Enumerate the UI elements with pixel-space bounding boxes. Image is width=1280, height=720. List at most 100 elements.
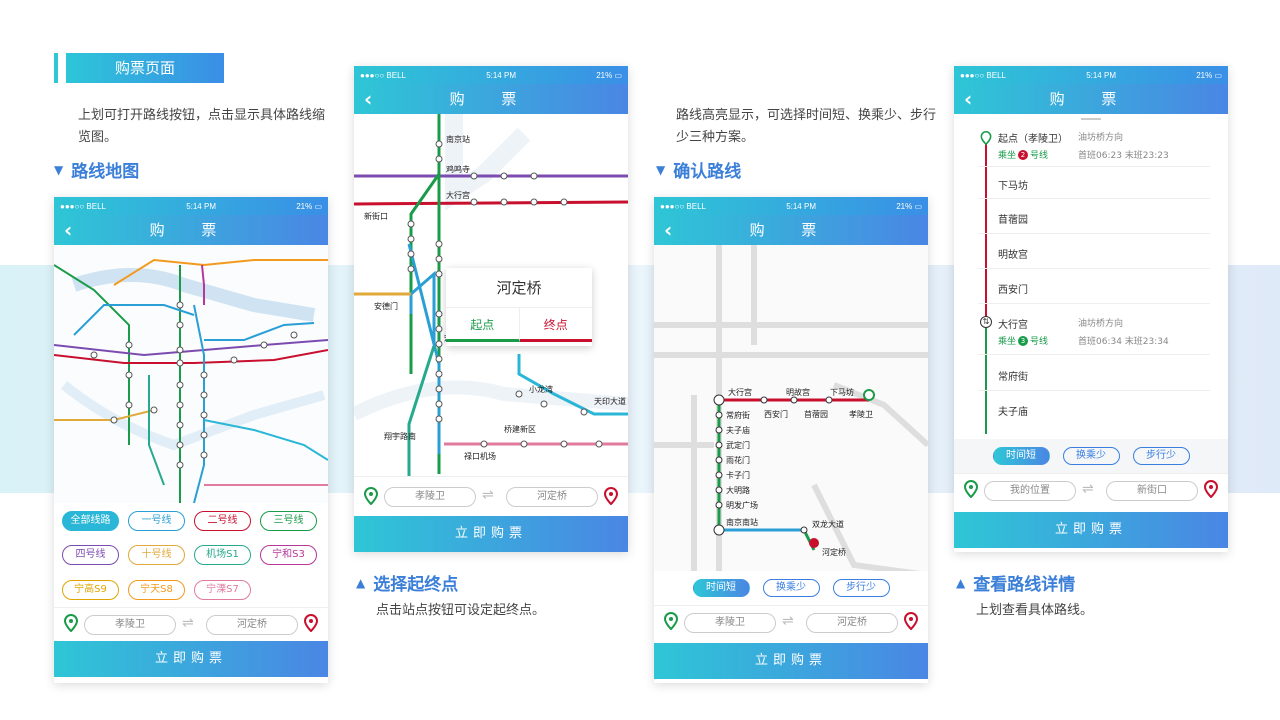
station-label[interactable]: 天印大道 — [594, 396, 626, 406]
drag-handle[interactable] — [1081, 118, 1101, 120]
station-label[interactable]: 孝陵卫 — [849, 410, 873, 419]
station-label[interactable]: 翔宇路南 — [384, 431, 416, 441]
station-label[interactable]: 大行宫 — [446, 190, 470, 200]
line-chip[interactable]: 全部线路 — [62, 511, 119, 531]
station-label[interactable]: 下马坊 — [830, 387, 854, 397]
station-label[interactable]: 明发广场 — [726, 500, 758, 510]
mode-fastest[interactable]: 时间短 — [992, 447, 1050, 465]
mode-least-walking[interactable]: 步行少 — [1132, 447, 1190, 465]
destination-field[interactable]: 新街口 — [1106, 481, 1198, 501]
origin-destination-bar: 孝陵卫 ⇌ 河定桥 — [54, 607, 328, 641]
swap-icon[interactable]: ⇌ — [782, 613, 794, 629]
swap-icon[interactable]: ⇌ — [1082, 481, 1094, 497]
buy-button[interactable]: 立即购票 — [54, 641, 328, 677]
station-label[interactable]: 武定门 — [726, 440, 750, 450]
station-label[interactable]: 鸡鸣寺 — [446, 164, 470, 174]
station-label[interactable]: 大明路 — [726, 485, 750, 495]
origin-field[interactable]: 孝陵卫 — [684, 613, 776, 633]
line-chips: 全部线路 一号线 二号线 三号线 四号线 十号线 机场S1 宁和S3 宁高S9 … — [54, 503, 328, 607]
route-mode-tabs: 时间短 换乘少 步行少 — [654, 571, 928, 605]
heading-2: ▲选择起终点 — [356, 575, 459, 595]
heading-1: ▼路线地图 — [54, 162, 140, 182]
station-label[interactable]: 大行宫 — [728, 387, 752, 397]
line-chip[interactable]: 三号线 — [260, 511, 317, 531]
timetable-1: 首班06:23 末班23:23 — [1078, 151, 1169, 161]
destination-field[interactable]: 河定桥 — [806, 613, 898, 633]
end-pin-icon — [1204, 480, 1218, 498]
line-chip[interactable]: 宁溧S7 — [194, 579, 251, 600]
line-chip[interactable]: 宁和S3 — [260, 545, 317, 566]
line-chip[interactable]: 十号线 — [128, 545, 185, 566]
station-item: 明故宫 — [998, 250, 1028, 261]
triangle-up-icon: ▲ — [356, 575, 366, 590]
set-start-button[interactable]: 起点 — [446, 308, 520, 342]
back-arrow-icon[interactable]: ‹ — [364, 87, 373, 111]
origin-field[interactable]: 孝陵卫 — [384, 487, 476, 507]
station-item: 苜蓿园 — [998, 215, 1028, 226]
line-chip[interactable]: 四号线 — [62, 545, 119, 566]
transfer-icon: ⇅ — [980, 316, 992, 328]
caption-2: 点击站点按钮可设定起终点。 — [376, 603, 546, 618]
station-label[interactable]: 雨花门 — [726, 455, 750, 465]
zoomed-map[interactable]: 南京站 鸡鸣寺 大行宫 新街口 安德门 宏运大道 翔宇路南 禄口机场 桥建新区 … — [354, 114, 628, 476]
station-label[interactable]: 明故宫 — [786, 387, 810, 397]
station-label[interactable]: 禄口机场 — [464, 451, 496, 461]
station-label[interactable]: 小龙湾 — [529, 384, 553, 394]
station-label[interactable]: 双龙大道 — [812, 519, 844, 529]
destination-field[interactable]: 河定桥 — [206, 615, 298, 635]
caption-3: 路线高亮显示，可选择时间短、换乘少、步行少三种方案。 — [676, 108, 937, 145]
station-label[interactable]: 桥建新区 — [504, 424, 536, 434]
destination-field[interactable]: 河定桥 — [506, 487, 598, 507]
timetable-2: 首班06:34 末班23:34 — [1078, 337, 1169, 347]
origin-field[interactable]: 我的位置 — [984, 481, 1076, 501]
signal-icon: ●●●○○ — [960, 70, 985, 80]
mode-fewest-transfers[interactable]: 换乘少 — [1062, 447, 1120, 465]
station-label[interactable]: 南京南站 — [726, 517, 758, 527]
highlighted-route-map[interactable]: 大行宫 常府街 夫子庙 武定门 雨花门 卡子门 大明路 明发广场 南京南站 双龙… — [654, 245, 928, 571]
status-bar: ●●●○○ BELL 5:14 PM 21% ▭ — [654, 197, 928, 215]
buy-button[interactable]: 立即购票 — [954, 512, 1228, 548]
direction-1: 油坊桥方向 — [1078, 133, 1124, 143]
station-label[interactable]: 安德门 — [374, 301, 398, 311]
buy-button[interactable]: 立即购票 — [354, 516, 628, 552]
station-label[interactable]: 苜蓿园 — [804, 409, 828, 419]
battery-icon: ▭ — [614, 70, 622, 80]
origin-destination-bar: 我的位置 ⇌ 新街口 — [954, 473, 1228, 512]
buy-button[interactable]: 立即购票 — [654, 643, 928, 679]
battery-icon: ▭ — [914, 201, 922, 211]
line-chip[interactable]: 二号线 — [194, 511, 251, 531]
phone-route-details: ●●●○○ BELL 5:14 PM 21% ▭ ‹ 购 票 起点（孝陵卫） 油… — [954, 66, 1228, 552]
station-label[interactable]: 河定桥 — [822, 547, 846, 557]
destination-marker — [809, 538, 819, 548]
line-chip[interactable]: 宁天S8 — [128, 579, 185, 600]
station-label[interactable]: 南京站 — [446, 134, 470, 144]
network-map[interactable] — [54, 245, 328, 503]
swap-icon[interactable]: ⇌ — [182, 615, 194, 631]
back-arrow-icon[interactable]: ‹ — [664, 218, 673, 242]
mode-fewest-transfers[interactable]: 换乘少 — [762, 579, 820, 597]
mode-least-walking[interactable]: 步行少 — [832, 579, 890, 597]
station-label[interactable]: 夫子庙 — [726, 425, 750, 435]
signal-icon: ●●●○○ — [60, 201, 85, 211]
line-chip[interactable]: 机场S1 — [194, 545, 251, 566]
heading-3: ▼确认路线 — [656, 162, 742, 182]
back-arrow-icon[interactable]: ‹ — [64, 218, 73, 242]
triangle-down-icon: ▼ — [656, 162, 666, 177]
line-chip[interactable]: 宁高S9 — [62, 579, 119, 600]
start-pin-icon — [664, 612, 678, 630]
set-end-button[interactable]: 终点 — [519, 308, 592, 342]
swap-icon[interactable]: ⇌ — [482, 487, 494, 503]
back-arrow-icon[interactable]: ‹ — [964, 87, 973, 111]
caption-1: 上划可打开路线按钮，点击显示具体路线缩览图。 — [78, 108, 326, 145]
station-label[interactable]: 常府街 — [726, 410, 750, 420]
station-label[interactable]: 卡子门 — [726, 470, 750, 480]
mode-fastest[interactable]: 时间短 — [692, 579, 750, 597]
phone-route-map: ●●●○○ BELL 5:14 PM 21% ▭ ‹ 购 票 — [54, 197, 328, 683]
battery-icon: ▭ — [314, 201, 322, 211]
start-pin-icon — [64, 614, 78, 632]
station-label[interactable]: 新街口 — [364, 211, 388, 221]
station-label[interactable]: 西安门 — [764, 409, 788, 419]
origin-field[interactable]: 孝陵卫 — [84, 615, 176, 635]
line-chip[interactable]: 一号线 — [128, 511, 185, 531]
